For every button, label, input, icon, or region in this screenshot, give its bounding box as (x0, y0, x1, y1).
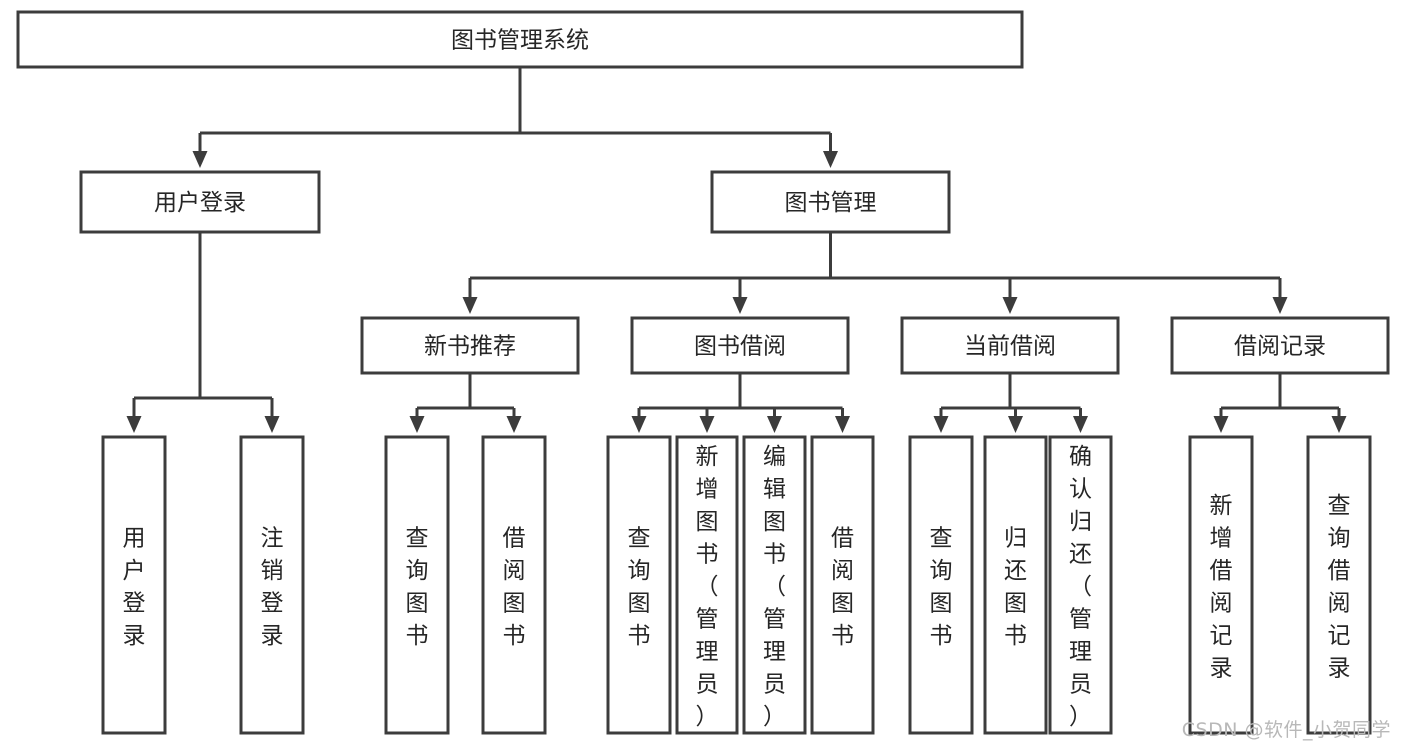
node-leaf-edit-book[interactable]: 编辑图书（管理员） (742, 435, 807, 735)
node-box (1306, 435, 1372, 735)
node-box (983, 435, 1048, 735)
node-box (675, 435, 739, 735)
node-box (481, 435, 547, 735)
node-label: 新增借阅记录 (1210, 493, 1233, 682)
node-box (710, 170, 951, 234)
arrow-head-icon (1272, 297, 1288, 314)
node-label: 借阅图书 (831, 525, 854, 649)
arrow-head-icon (1002, 297, 1018, 314)
arrow-head-icon (835, 416, 850, 433)
node-layer: 图书管理系统用户登录图书管理新书推荐图书借阅当前借阅借阅记录用户登录注销登录查询… (16, 10, 1390, 735)
node-book-borrow[interactable]: 图书借阅 (630, 316, 850, 375)
node-leaf-add-borrow-record[interactable]: 新增借阅记录 (1188, 435, 1254, 735)
node-leaf-borrow-book-recommend[interactable]: 借阅图书 (481, 435, 547, 735)
node-label: 查询借阅记录 (1328, 493, 1351, 682)
node-label: 图书管理 (785, 190, 877, 216)
node-box (810, 435, 875, 735)
node-leaf-user-login[interactable]: 用户登录 (101, 435, 167, 735)
node-label: 确认归还（管理员） (1069, 444, 1092, 730)
node-box (79, 170, 321, 234)
node-borrow-record[interactable]: 借阅记录 (1170, 316, 1390, 375)
node-label: 借阅图书 (503, 525, 526, 649)
arrow-head-icon (1331, 416, 1347, 433)
node-box (900, 316, 1120, 375)
node-label: 用户登录 (123, 525, 146, 649)
arrow-head-icon (409, 416, 425, 433)
node-label: 注销登录 (261, 525, 284, 649)
node-leaf-add-book[interactable]: 新增图书（管理员） (675, 435, 739, 735)
node-label: 用户登录 (154, 190, 246, 216)
node-box (1048, 435, 1113, 735)
node-leaf-confirm-return[interactable]: 确认归还（管理员） (1048, 435, 1113, 735)
node-current-borrow[interactable]: 当前借阅 (900, 316, 1120, 375)
arrow-head-icon (1213, 416, 1229, 433)
arrow-head-icon (1073, 416, 1088, 433)
csdn-watermark: CSDN @软件_小贺同学 (1181, 719, 1391, 741)
node-box (360, 316, 580, 375)
node-leaf-return-book[interactable]: 归还图书 (983, 435, 1048, 735)
arrow-head-icon (506, 416, 522, 433)
node-label: 查询图书 (930, 525, 953, 649)
arrow-head-icon (933, 416, 949, 433)
node-book-manage[interactable]: 图书管理 (710, 170, 951, 234)
node-box (1170, 316, 1390, 375)
node-box (1188, 435, 1254, 735)
arrow-head-icon (631, 416, 647, 433)
node-box (606, 435, 672, 735)
arrow-head-icon (823, 151, 838, 168)
arrow-head-icon (732, 297, 748, 314)
node-leaf-query-borrow-record[interactable]: 查询借阅记录 (1306, 435, 1372, 735)
arrow-head-icon (699, 416, 715, 433)
node-user-login[interactable]: 用户登录 (79, 170, 321, 234)
arrow-head-icon (192, 151, 208, 168)
node-leaf-query-book-recommend[interactable]: 查询图书 (384, 435, 450, 735)
node-box (384, 435, 450, 735)
arrow-head-icon (264, 416, 280, 433)
node-label: 归还图书 (1004, 525, 1027, 649)
node-label: 编辑图书（管理员） (763, 444, 786, 730)
node-label: 图书管理系统 (451, 28, 589, 54)
arrow-head-icon (1008, 416, 1023, 433)
node-label: 当前借阅 (964, 334, 1056, 360)
node-box (239, 435, 305, 735)
node-box (101, 435, 167, 735)
node-leaf-borrow-book[interactable]: 借阅图书 (810, 435, 875, 735)
arrow-head-icon (767, 416, 782, 433)
arrow-head-icon (126, 416, 142, 433)
node-leaf-query-book-borrow[interactable]: 查询图书 (606, 435, 672, 735)
node-label: 查询图书 (628, 525, 651, 649)
node-new-book-recommend[interactable]: 新书推荐 (360, 316, 580, 375)
node-leaf-user-logout[interactable]: 注销登录 (239, 435, 305, 735)
node-box (908, 435, 974, 735)
node-box (630, 316, 850, 375)
node-label: 新书推荐 (424, 334, 516, 360)
node-box (742, 435, 807, 735)
node-root[interactable]: 图书管理系统 (16, 10, 1024, 69)
node-label: 查询图书 (406, 525, 429, 649)
arrow-head-icon (462, 297, 478, 314)
node-box (16, 10, 1024, 69)
node-label: 新增图书（管理员） (696, 444, 719, 730)
node-leaf-query-book-current[interactable]: 查询图书 (908, 435, 974, 735)
edge-layer (126, 67, 1347, 433)
node-label: 借阅记录 (1234, 334, 1326, 360)
node-label: 图书借阅 (694, 334, 786, 360)
